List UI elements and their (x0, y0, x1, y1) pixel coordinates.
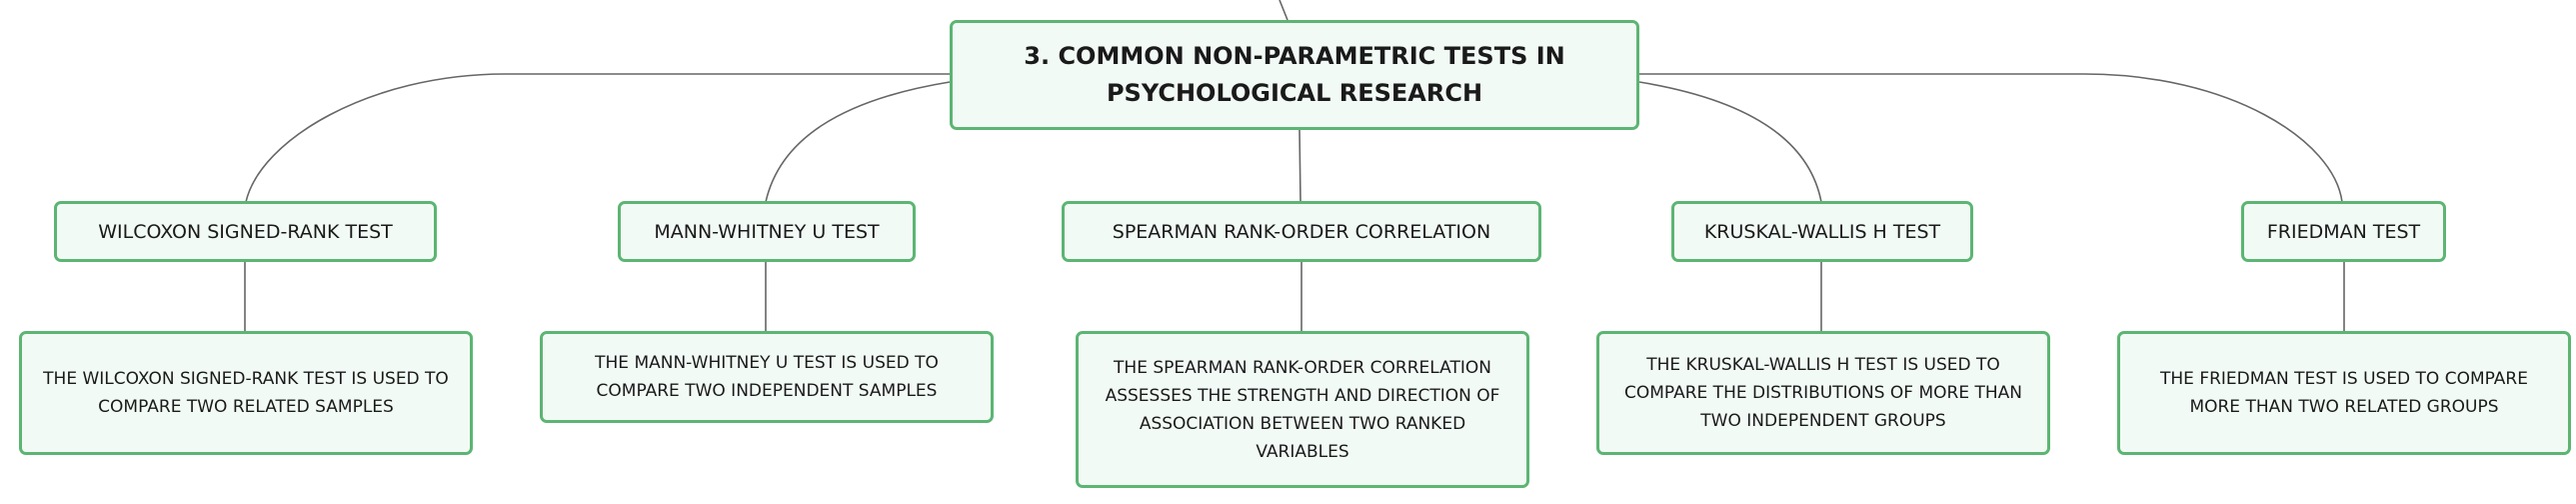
topic-mann-whitney[interactable]: MANN-WHITNEY U TEST (618, 201, 916, 262)
description-text: THE MANN-WHITNEY U TEST IS USED TO COMPA… (595, 353, 939, 401)
description-friedman[interactable]: THE FRIEDMAN TEST IS USED TO COMPARE MOR… (2117, 331, 2571, 455)
description-text: THE FRIEDMAN TEST IS USED TO COMPARE MOR… (2160, 369, 2528, 417)
topic-label: SPEARMAN RANK-ORDER CORRELATION (1112, 220, 1491, 243)
root-node[interactable]: 3. COMMON NON-PARAMETRIC TESTS IN PSYCHO… (950, 20, 1639, 130)
description-text: THE KRUSKAL-WALLIS H TEST IS USED TO COM… (1624, 355, 2022, 431)
topic-label: WILCOXON SIGNED-RANK TEST (98, 220, 393, 243)
description-text: THE WILCOXON SIGNED-RANK TEST IS USED TO… (43, 369, 449, 417)
connector-root-wilcoxon (245, 73, 950, 203)
topic-friedman[interactable]: FRIEDMAN TEST (2241, 201, 2446, 262)
topic-label: KRUSKAL-WALLIS H TEST (1703, 220, 1941, 243)
topic-kruskal-wallis[interactable]: KRUSKAL-WALLIS H TEST (1671, 201, 1973, 262)
topic-label: MANN-WHITNEY U TEST (654, 220, 880, 243)
root-title: 3. COMMON NON-PARAMETRIC TESTS IN PSYCHO… (1024, 42, 1565, 107)
connector-root-mann-whitney (765, 81, 951, 203)
topic-spearman[interactable]: SPEARMAN RANK-ORDER CORRELATION (1062, 201, 1541, 262)
description-mann-whitney[interactable]: THE MANN-WHITNEY U TEST IS USED TO COMPA… (540, 331, 994, 423)
connector-root-spearman (1298, 129, 1301, 203)
connector-root-friedman (1639, 73, 2343, 203)
connector-parent-stub (1279, 0, 1288, 21)
description-wilcoxon[interactable]: THE WILCOXON SIGNED-RANK TEST IS USED TO… (19, 331, 473, 455)
topic-label: FRIEDMAN TEST (2266, 220, 2421, 243)
description-text: THE SPEARMAN RANK-ORDER CORRELATION ASSE… (1105, 357, 1500, 462)
description-kruskal-wallis[interactable]: THE KRUSKAL-WALLIS H TEST IS USED TO COM… (1596, 331, 2050, 455)
connector-root-kruskal (1638, 81, 1822, 203)
topic-wilcoxon[interactable]: WILCOXON SIGNED-RANK TEST (54, 201, 437, 262)
description-spearman[interactable]: THE SPEARMAN RANK-ORDER CORRELATION ASSE… (1076, 331, 1529, 488)
